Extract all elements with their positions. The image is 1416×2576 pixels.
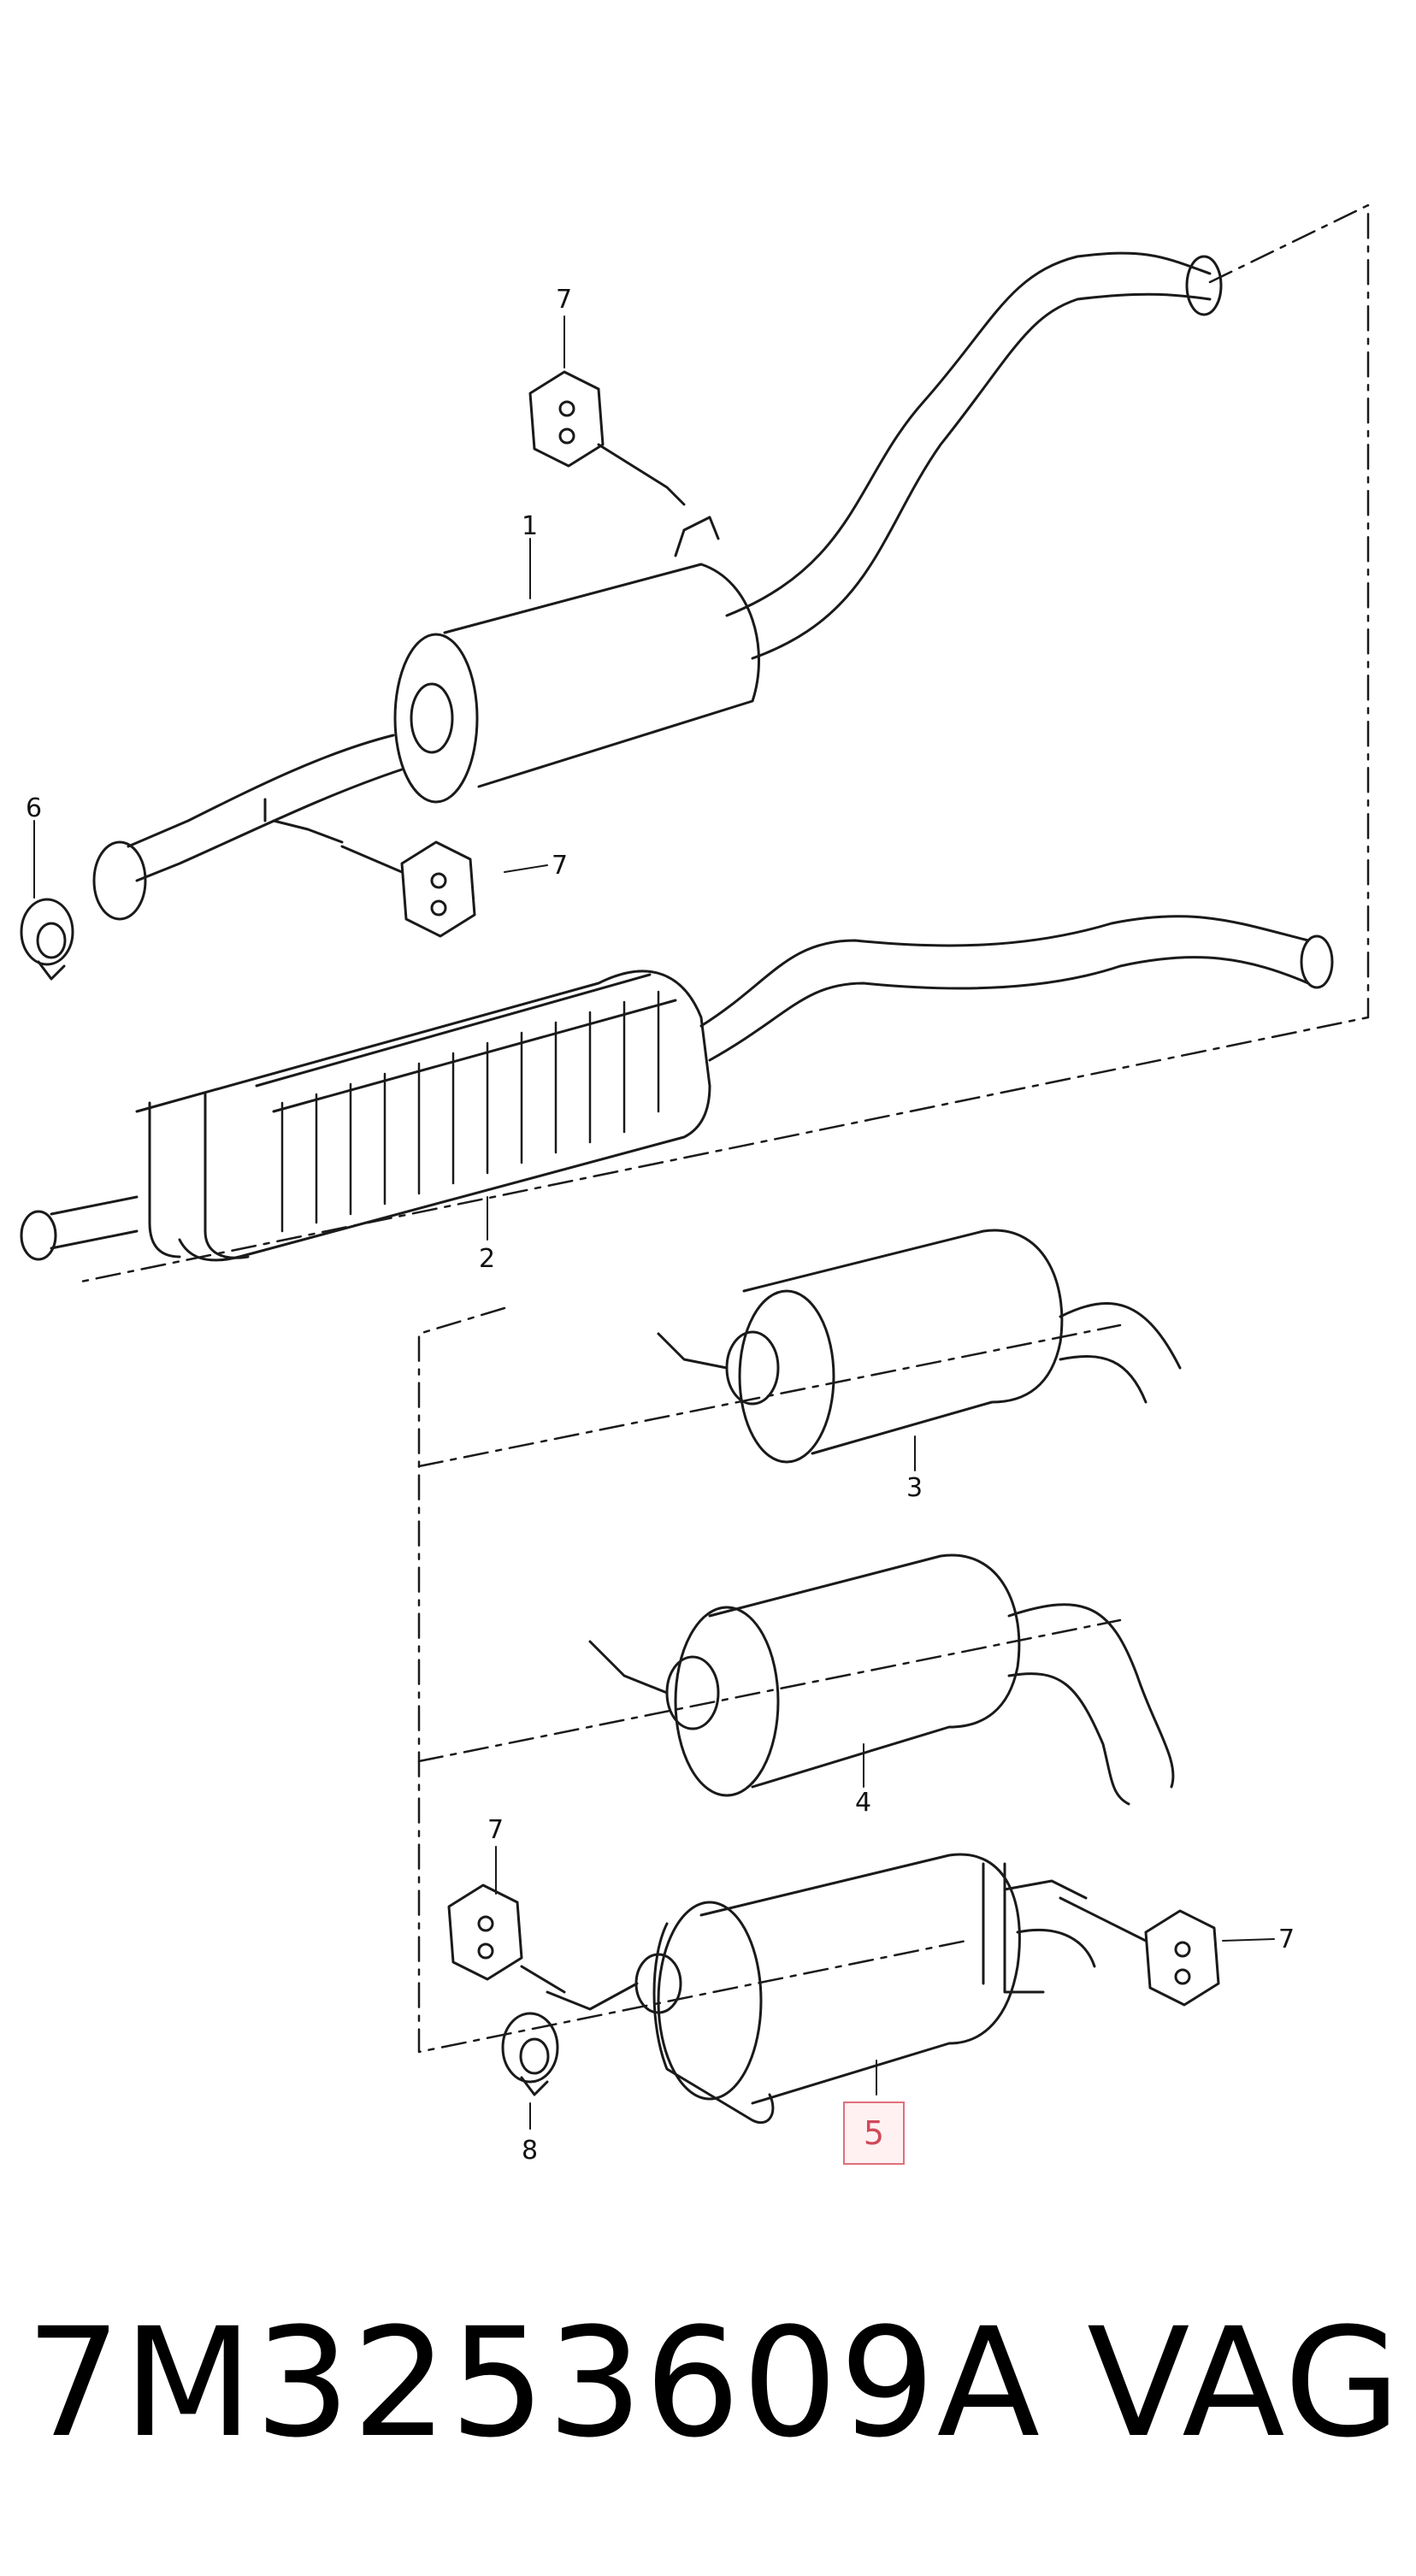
- callout-7-top: 7: [556, 285, 572, 315]
- rubber-hanger-mid: [340, 840, 476, 938]
- callout-2: 2: [479, 1244, 495, 1274]
- center-muffler-part-1: [92, 251, 1223, 921]
- part-number: 7M3253609A: [26, 2296, 1042, 2471]
- callout-7-lower-right: 7: [1278, 1925, 1295, 1954]
- callout-leaders: [33, 315, 1275, 2130]
- rear-muffler-part-4: [588, 1553, 1175, 1806]
- highlight-box: [843, 2101, 905, 2165]
- highlighted-callout-5: 5: [863, 2114, 885, 2152]
- pipe-clamp-part-8: [501, 2012, 559, 2096]
- brand-label: VAG: [1087, 2296, 1402, 2471]
- callout-7-lower-left: 7: [487, 1815, 504, 1845]
- callout-8: 8: [522, 2136, 538, 2166]
- pipe-clamp-part-6: [20, 898, 74, 981]
- rubber-hanger-top: [528, 370, 686, 506]
- rubber-hanger-lower-left: [447, 1883, 566, 1994]
- callout-6: 6: [26, 793, 42, 823]
- group-boundary-upper: [75, 203, 1370, 1284]
- callout-4: 4: [855, 1788, 871, 1818]
- rear-muffler-part-5: [546, 1853, 1096, 2125]
- callout-1: 1: [522, 511, 538, 541]
- rear-muffler-part-3: [657, 1229, 1182, 1464]
- rubber-hanger-lower-right: [1059, 1896, 1220, 2007]
- caption: 7M3253609A VAG: [26, 2308, 1402, 2459]
- front-silencer-part-2: [20, 915, 1334, 1262]
- exhaust-parts-diagram: 7 1 6 7 2 3 4 7 7 8: [20, 203, 1370, 2166]
- callout-7-mid: 7: [552, 851, 568, 881]
- callout-3: 3: [906, 1473, 923, 1503]
